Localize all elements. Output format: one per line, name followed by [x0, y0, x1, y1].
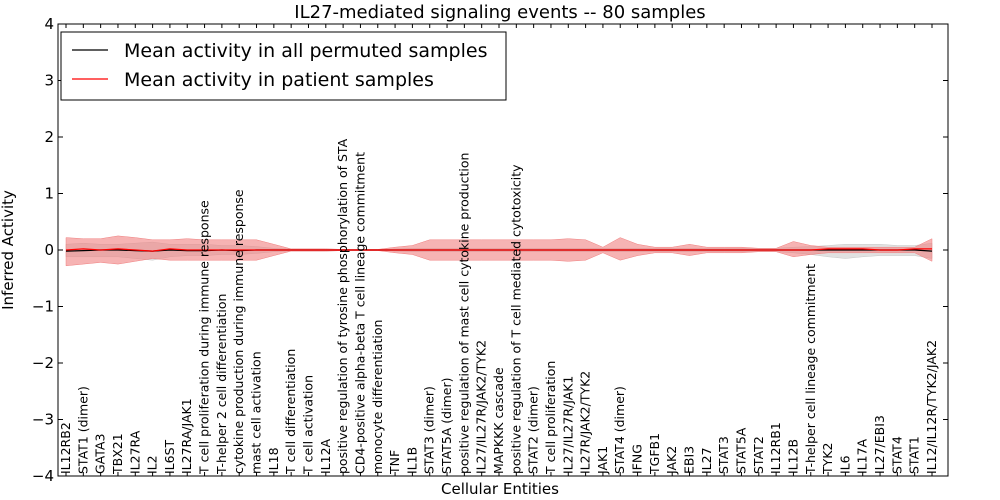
x-tick-label: STAT2 [751, 436, 766, 474]
x-tick-label: IL27RA [127, 430, 142, 474]
x-tick-label: GATA3 [93, 434, 108, 474]
x-tick-label: cytokine production during immune respon… [231, 189, 246, 474]
x-tick-label: monocyte differentiation [370, 320, 385, 474]
x-tick-label: IL1B [404, 447, 419, 474]
x-tick-label: TGFB1 [647, 433, 662, 475]
x-tick-label: STAT5A (dimer) [439, 378, 454, 474]
x-tick-label: positive regulation of T cell mediated c… [508, 164, 523, 474]
x-tick-label: IL6ST [162, 439, 177, 474]
x-tick-label: IL6 [837, 455, 852, 474]
x-tick-label: T cell differentiation [283, 349, 298, 475]
y-tick-label: −4 [32, 467, 54, 485]
x-tick-label: IL12B [785, 439, 800, 474]
x-tick-label: JAK1 [595, 446, 610, 475]
legend: Mean activity in all permuted samples Me… [60, 31, 507, 101]
x-tick-label: mast cell activation [249, 351, 264, 474]
x-tick-label: CD4-positive alpha-beta T cell lineage c… [352, 152, 367, 474]
x-tick-label: STAT5A [734, 427, 749, 474]
x-axis-label: Cellular Entities [441, 480, 559, 498]
x-tick-label: STAT3 [716, 436, 731, 474]
x-tick-label: IL12A [318, 438, 333, 474]
x-tick-label: T-helper 2 cell differentiation [214, 294, 229, 475]
x-tick-label: IL18 [266, 447, 281, 474]
legend-label-patient: Mean activity in patient samples [124, 69, 434, 91]
x-tick-label: MAPKKK cascade [491, 367, 506, 474]
x-tick-label: STAT4 (dimer) [612, 386, 627, 474]
y-axis: 4 3 2 1 0 −1 −2 −3 −4 [32, 15, 948, 485]
y-tick-label: −3 [32, 411, 54, 429]
x-tick-label: T-helper cell lineage commitment [803, 264, 818, 475]
x-tick-label: positive regulation of mast cell cytokin… [456, 153, 471, 474]
x-tick-label: IL27/IL27R/JAK2/TYK2 [474, 340, 489, 474]
y-axis-label: Inferred Activity [0, 190, 17, 310]
x-tick-label: STAT1 [907, 436, 922, 474]
y-tick-label: 3 [44, 72, 54, 90]
y-tick-label: 4 [44, 15, 54, 33]
y-tick-label: −2 [32, 354, 54, 372]
x-tick-label: TYK2 [820, 443, 835, 475]
y-tick-label: 2 [44, 128, 54, 146]
x-tick-label: positive regulation of tyrosine phosphor… [335, 138, 350, 474]
x-tick-label: STAT3 (dimer) [422, 386, 437, 474]
line-series-1 [65, 248, 932, 252]
x-tick-label: IL12RB2 [58, 422, 73, 474]
y-tick-label: −1 [32, 298, 54, 316]
legend-box [60, 31, 507, 101]
x-tick-label: TBX21 [110, 433, 125, 475]
chart-title: IL27-mediated signaling events -- 80 sam… [294, 2, 705, 23]
x-tick-label: IL12RB1 [768, 422, 783, 474]
x-tick-label: IL27/EBI3 [872, 415, 887, 474]
legend-label-permuted: Mean activity in all permuted samples [124, 40, 487, 62]
series-lines [65, 248, 933, 252]
x-tick-label: EBI3 [682, 446, 697, 474]
x-axis [65, 24, 933, 476]
x-tick-label: JAK2 [664, 446, 679, 475]
x-tick-label: IL12/IL12R/TYK2/JAK2 [924, 340, 939, 474]
x-tick-label: T cell activation [301, 375, 316, 475]
x-tick-label: IL2 [145, 455, 160, 474]
y-tick-label: 0 [44, 241, 54, 259]
x-tick-label: STAT4 [889, 436, 904, 474]
x-tick-label: IL27 [699, 447, 714, 474]
x-tick-label: IFNG [630, 444, 645, 474]
x-tick-label: STAT1 (dimer) [75, 386, 90, 474]
x-tick-label: STAT2 (dimer) [526, 386, 541, 474]
x-tick-label: IL27R/JAK2/TYK2 [578, 371, 593, 474]
x-tick-label: IL27RA/JAK1 [179, 398, 194, 474]
x-tick-label: IL27/IL27R/JAK1 [560, 376, 575, 474]
x-tick-label: T cell proliferation [543, 361, 558, 475]
x-tick-label: T cell proliferation during immune respo… [197, 200, 212, 475]
x-tick-label: IL17A [855, 438, 870, 474]
x-tick-label: TNF [387, 450, 402, 475]
y-tick-label: 1 [44, 185, 54, 203]
